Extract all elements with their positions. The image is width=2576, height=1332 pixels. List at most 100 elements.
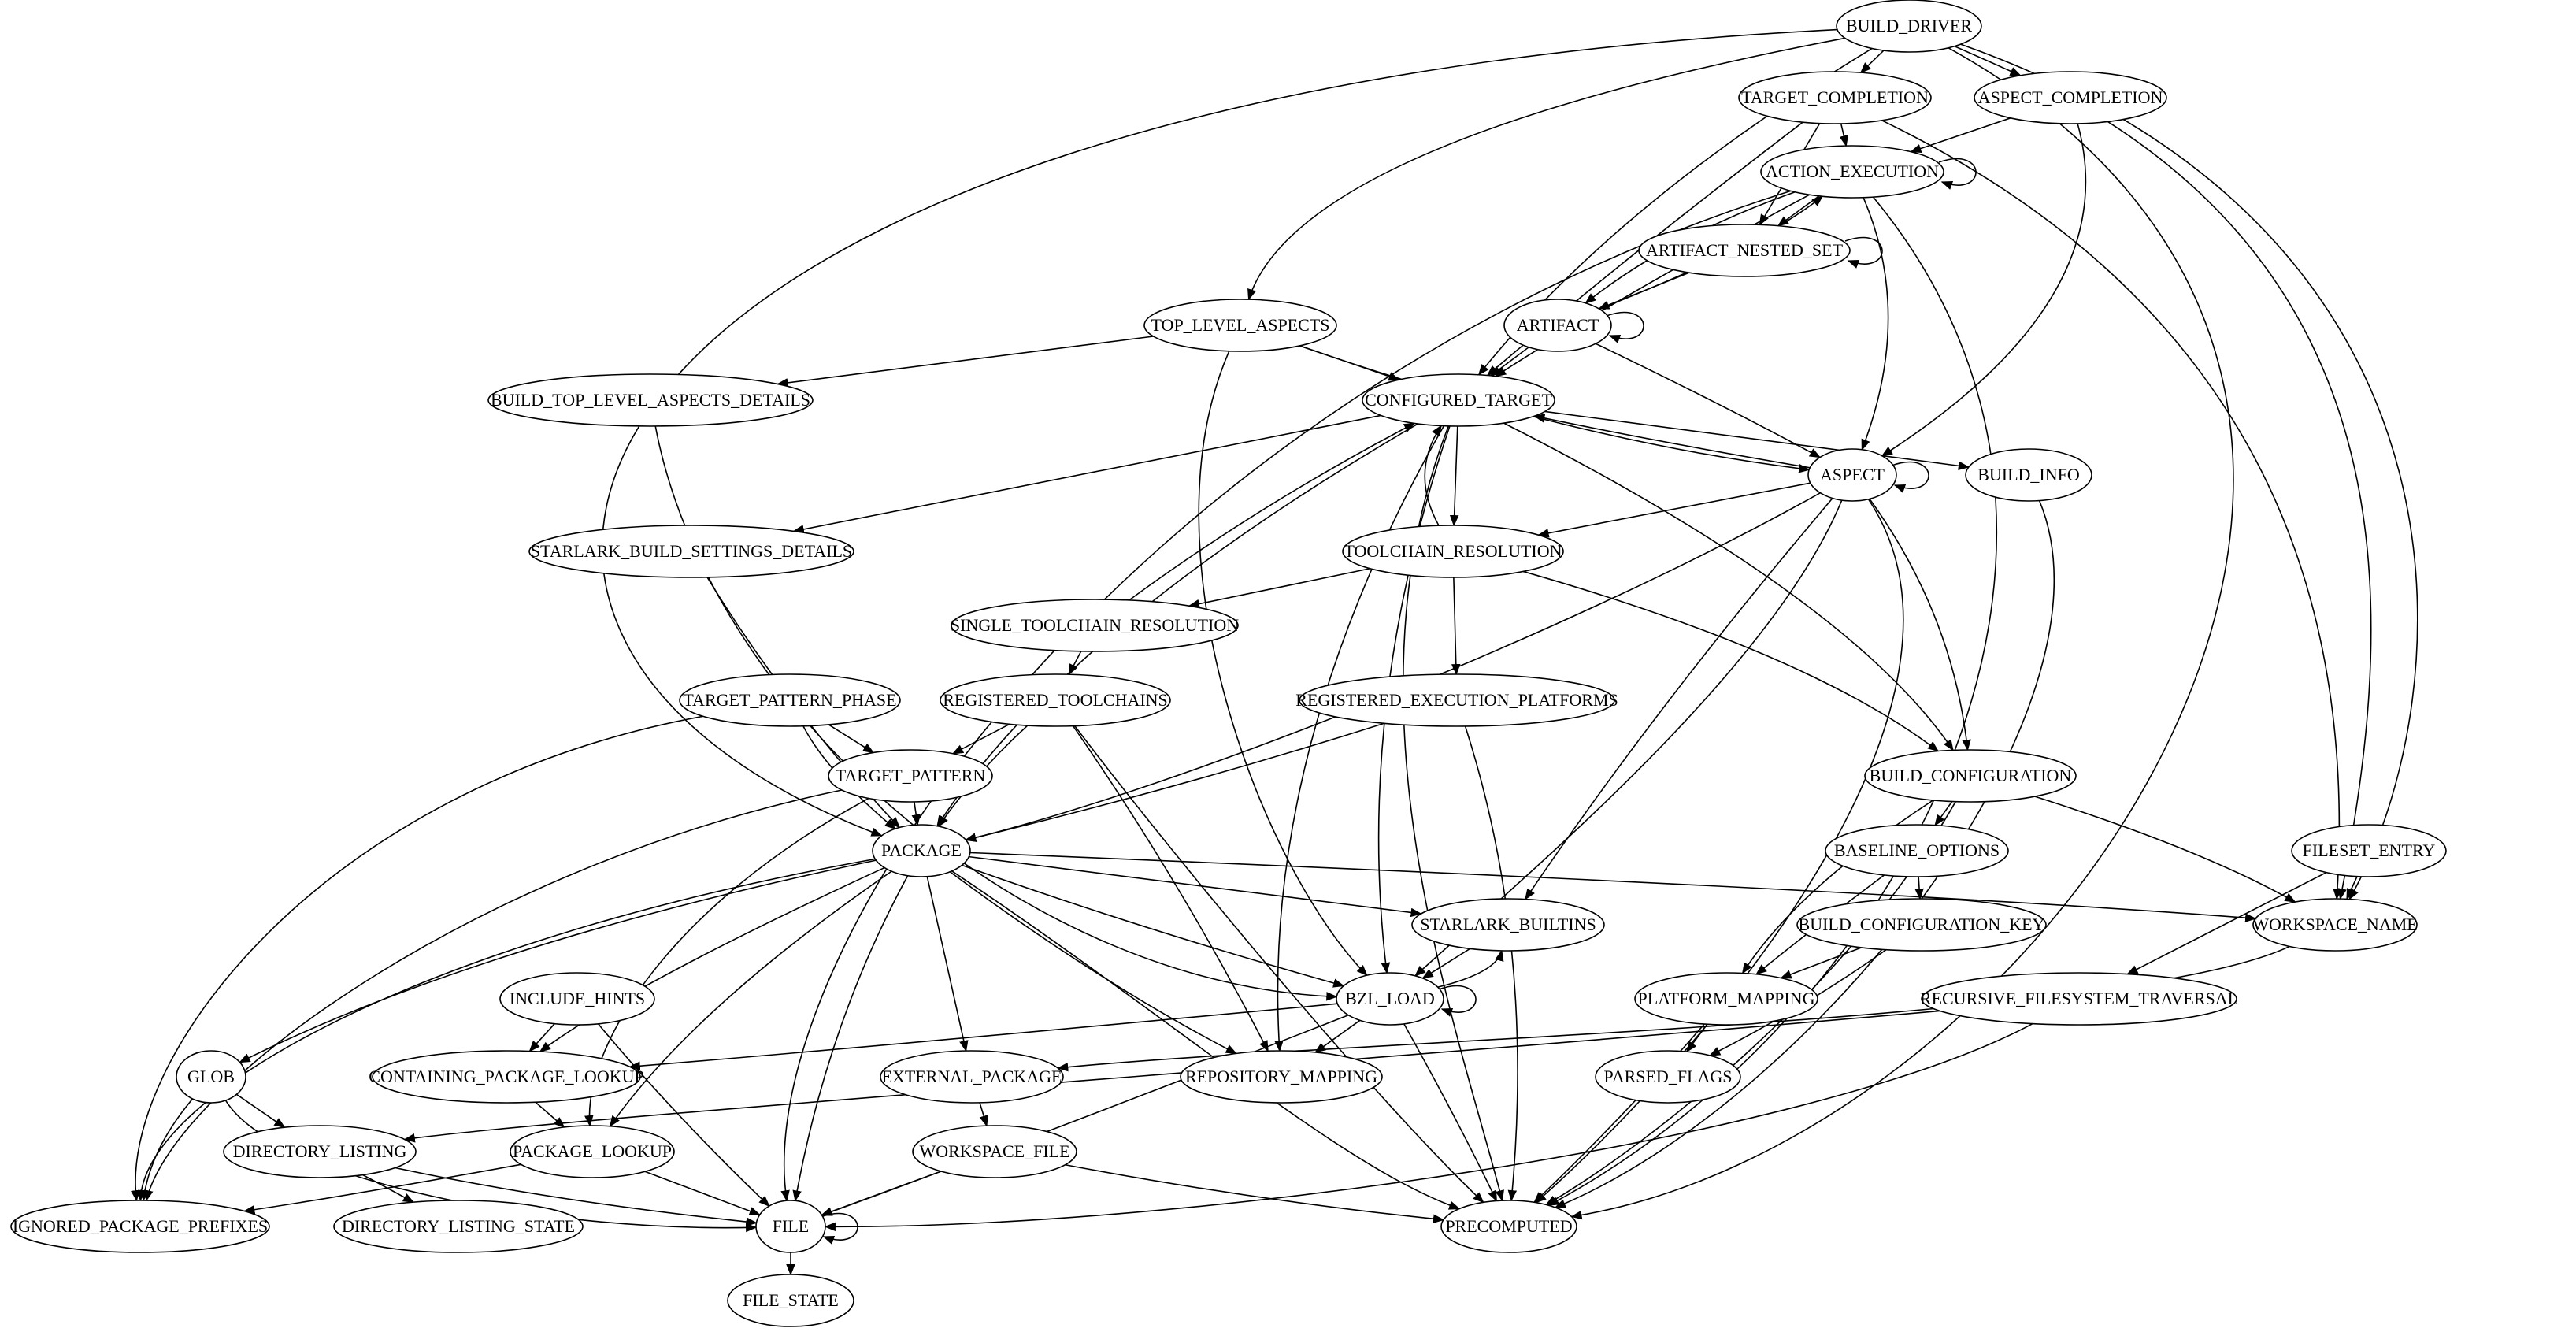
edge-build_info-to-precomputed [1554,500,2055,1208]
edge-fileset_entry-to-workspace_name [2346,876,2358,900]
node-shape-file [755,1200,826,1253]
node-label-repository-mapping: REPOSITORY_MAPPING [1185,1067,1377,1086]
edge-glob-to-directory_listing [235,1093,286,1129]
node-shape-artifact [1503,299,1612,352]
edge-configured_target-to-starlark_build_settings_details [792,414,1381,534]
node-label-directory-listing-state: DIRECTORY_LISTING_STATE [342,1216,575,1236]
node-repository-mapping: REPOSITORY_MAPPING [1180,1050,1383,1104]
node-shape-top-level-aspects [1143,299,1337,352]
node-workspace-file: WORKSPACE_FILE [912,1125,1077,1178]
edge-registered_execution_platforms-to-package [965,722,1384,842]
node-shape-baseline-options [1825,824,2009,877]
node-label-workspace-file: WORKSPACE_FILE [919,1141,1069,1161]
edge-registered_toolchains-to-repository_mapping [1072,725,1269,1052]
node-shape-aspect-completion [1974,71,2167,124]
edge-configured_target-to-build_info [1544,410,1970,471]
edge-file-to-file [820,1212,858,1245]
node-shape-platform-mapping [1634,972,1818,1026]
edge-build_driver-to-workspace_name [1960,43,2418,900]
edge-aspect-to-aspect [1891,461,1929,493]
node-external-package: EXTERNAL_PACKAGE [880,1050,1064,1104]
node-registered-execution-platforms: REGISTERED_EXECUTION_PLATFORMS [1295,673,1618,727]
node-directory-listing: DIRECTORY_LISTING [223,1125,417,1178]
edge-package-to-repository_mapping [949,871,1238,1055]
node-shape-directory-listing [223,1125,417,1178]
edge-toolchain_resolution-to-registered_execution_platforms [1451,577,1461,676]
edge-bzl_load-to-bzl_load [1438,985,1477,1017]
edge-package-to-package_lookup [609,870,892,1127]
node-shape-artifact-nested-set [1638,224,1851,277]
node-label-ignored-package-prefixes: IGNORED_PACKAGE_PREFIXES [13,1216,268,1236]
node-configured-target: CONFIGURED_TARGET [1362,373,1555,427]
node-build-configuration-key: BUILD_CONFIGURATION_KEY [1796,898,2047,952]
node-label-package-lookup: PACKAGE_LOOKUP [513,1141,672,1161]
edges-layer [131,28,2418,1276]
edge-toolchain_resolution-to-single_toolchain_resolution [1188,567,1370,609]
node-shape-repository-mapping [1180,1050,1383,1104]
node-containing-package-lookup: CONTAINING_PACKAGE_LOOKUP [369,1050,644,1104]
edge-starlark_builtins-to-bzl_load [1421,948,1471,979]
node-shape-package [872,824,971,877]
node-shape-package-lookup [510,1125,675,1178]
node-label-file: FILE [773,1216,809,1236]
node-shape-containing-package-lookup [372,1050,641,1104]
node-aspect-completion: ASPECT_COMPLETION [1974,71,2167,124]
node-target-pattern-phase: TARGET_PATTERN_PHASE [679,673,901,727]
node-shape-registered-execution-platforms [1299,673,1615,727]
node-label-target-pattern-phase: TARGET_PATTERN_PHASE [683,690,896,710]
node-label-build-configuration: BUILD_CONFIGURATION [1870,766,2072,785]
node-shape-include-hints [499,972,655,1026]
node-build-info: BUILD_INFO [1965,448,2092,502]
edge-action_execution-to-action_execution [1938,158,1977,190]
node-package-lookup: PACKAGE_LOOKUP [510,1125,675,1178]
node-registered-toolchains: REGISTERED_TOOLCHAINS [940,673,1171,727]
node-artifact: ARTIFACT [1503,299,1612,352]
node-aspect: ASPECT [1807,448,1897,502]
node-label-build-configuration-key: BUILD_CONFIGURATION_KEY [1799,915,2045,934]
node-shape-target-completion [1738,71,1932,124]
node-glob: GLOB [176,1050,246,1104]
edge-build_driver-to-target_completion [1859,50,1885,74]
edge-aspect_completion-to-aspect [1881,123,2087,457]
edge-single_toolchain_resolution-to-registered_toolchains [1068,651,1082,676]
edge-registered_execution_platforms-to-precomputed [1464,725,1518,1202]
edge-package-to-glob [239,859,877,1063]
node-shape-target-pattern [828,749,993,803]
node-shape-starlark-build-settings-details [528,525,854,578]
node-build-top-level-aspects-details: BUILD_TOP_LEVEL_ASPECTS_DETAILS [487,373,814,427]
node-build-driver: BUILD_DRIVER [1836,0,1982,53]
edge-package-to-bzl_load [962,864,1345,988]
edge-workspace_name-to-external_package [1056,945,2290,1072]
node-shape-build-configuration-key [1796,898,2047,952]
node-shape-build-top-level-aspects-details [487,373,814,427]
edge-package-to-external_package [926,876,969,1052]
edge-target_completion-to-action_execution [1839,123,1848,147]
node-top-level-aspects: TOP_LEVEL_ASPECTS [1143,299,1337,352]
edge-aspect_completion-to-action_execution [1910,117,2011,154]
node-shape-registered-toolchains [940,673,1171,727]
edge-build_configuration-to-precomputed [1545,801,1956,1206]
edge-top_level_aspects-to-aspect [1299,345,1811,473]
edge-configured_target-to-repository_mapping [1274,425,1445,1052]
edge-include_hints-to-file [597,1023,770,1208]
node-shape-parsed-flags [1595,1050,1741,1104]
edge-bzl_load-to-file [821,1014,1349,1216]
node-label-directory-listing: DIRECTORY_LISTING [233,1141,407,1161]
edge-target_pattern_phase-to-target_pattern [828,724,875,754]
edge-package_lookup-to-ignored_package_prefixes [243,1163,521,1215]
node-label-target-pattern: TARGET_PATTERN [836,766,986,785]
node-label-starlark-build-settings-details: STARLARK_BUILD_SETTINGS_DETAILS [531,541,852,561]
edge-registered_toolchains-to-precomputed [1074,725,1484,1204]
edge-package-to-workspace_name [969,852,2257,922]
edge-target_completion-to-workspace_name [1881,120,2342,900]
node-shape-directory-listing-state [333,1200,584,1253]
edge-package-to-starlark_builtins [969,855,1422,918]
edge-workspace_file-to-file [821,1171,942,1216]
edge-bzl_load-to-precomputed [1403,1023,1498,1202]
edge-aspect-to-precomputed [1535,499,1904,1204]
node-toolchain-resolution: TOOLCHAIN_RESOLUTION [1342,525,1564,578]
node-bzl-load: BZL_LOAD [1336,972,1444,1026]
edge-top_level_aspects-to-build_top_level_aspects_details [777,336,1154,388]
edge-build_configuration-to-baseline_options [1934,801,1953,826]
